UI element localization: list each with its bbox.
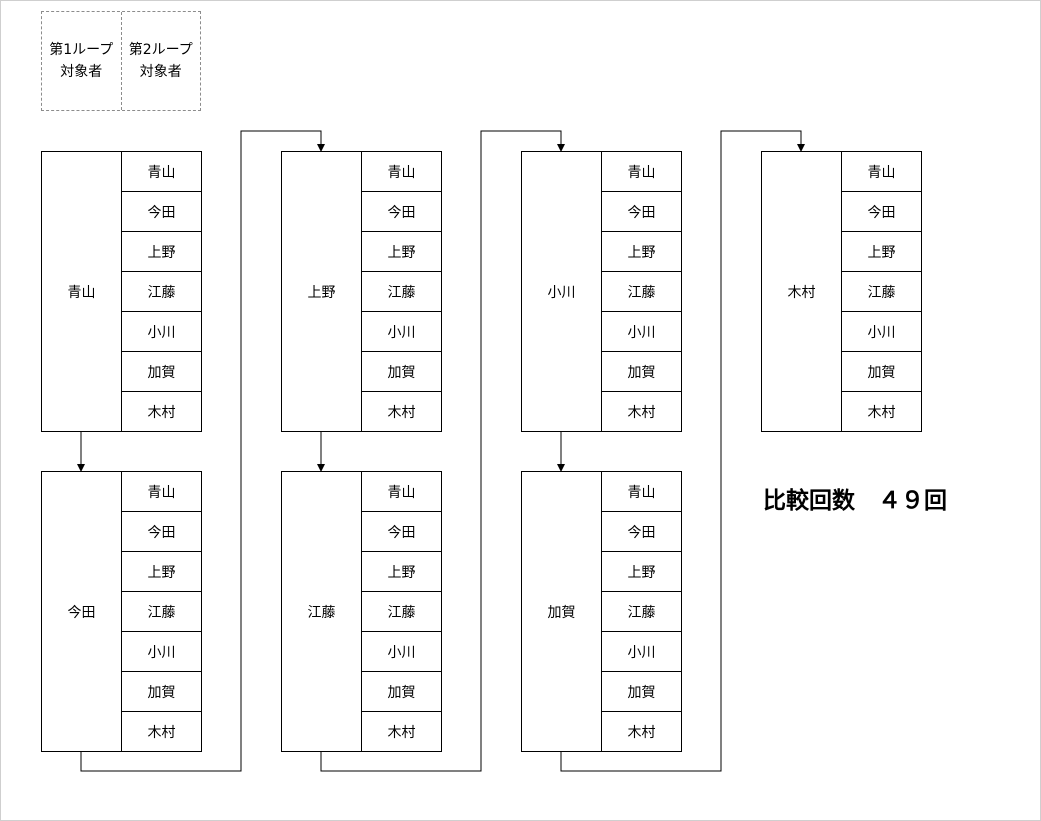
inner-loop-target: 上野 bbox=[601, 231, 682, 272]
inner-loop-target: 木村 bbox=[121, 711, 202, 752]
legend-outer-loop-label: 第1ループ 対象者 bbox=[49, 42, 114, 80]
inner-loop-target: 加賀 bbox=[121, 671, 202, 712]
inner-loop-target: 上野 bbox=[601, 551, 682, 592]
inner-loop-target: 青山 bbox=[361, 151, 442, 192]
legend: 第1ループ 対象者 第2ループ 対象者 bbox=[41, 11, 201, 111]
outer-loop-block: 今田青山今田上野江藤小川加賀木村 bbox=[41, 471, 202, 752]
inner-loop-target: 加賀 bbox=[841, 351, 922, 392]
outer-loop-block: 江藤青山今田上野江藤小川加賀木村 bbox=[281, 471, 442, 752]
inner-loop-target: 青山 bbox=[361, 471, 442, 512]
outer-loop-target: 青山 bbox=[41, 151, 122, 432]
outer-loop-block: 木村青山今田上野江藤小川加賀木村 bbox=[761, 151, 922, 432]
inner-loop-target: 江藤 bbox=[841, 271, 922, 312]
inner-loop-target: 加賀 bbox=[121, 351, 202, 392]
inner-loop-target: 小川 bbox=[121, 311, 202, 352]
inner-loop-target: 木村 bbox=[841, 391, 922, 432]
outer-loop-target: 上野 bbox=[281, 151, 362, 432]
inner-loop-target: 小川 bbox=[121, 631, 202, 672]
outer-loop-target: 木村 bbox=[761, 151, 842, 432]
inner-loop-target: 上野 bbox=[361, 551, 442, 592]
inner-loop-list: 青山今田上野江藤小川加賀木村 bbox=[601, 151, 682, 432]
inner-loop-target: 青山 bbox=[841, 151, 922, 192]
inner-loop-target: 青山 bbox=[601, 151, 682, 192]
inner-loop-target: 木村 bbox=[121, 391, 202, 432]
inner-loop-target: 今田 bbox=[601, 511, 682, 552]
inner-loop-target: 江藤 bbox=[601, 271, 682, 312]
inner-loop-target: 上野 bbox=[841, 231, 922, 272]
inner-loop-target: 小川 bbox=[361, 631, 442, 672]
inner-loop-list: 青山今田上野江藤小川加賀木村 bbox=[601, 471, 682, 752]
inner-loop-list: 青山今田上野江藤小川加賀木村 bbox=[121, 151, 202, 432]
inner-loop-target: 小川 bbox=[601, 311, 682, 352]
inner-loop-target: 木村 bbox=[361, 391, 442, 432]
inner-loop-target: 上野 bbox=[121, 551, 202, 592]
outer-loop-block: 小川青山今田上野江藤小川加賀木村 bbox=[521, 151, 682, 432]
inner-loop-target: 小川 bbox=[841, 311, 922, 352]
inner-loop-target: 小川 bbox=[361, 311, 442, 352]
inner-loop-list: 青山今田上野江藤小川加賀木村 bbox=[361, 151, 442, 432]
inner-loop-target: 青山 bbox=[121, 471, 202, 512]
inner-loop-target: 加賀 bbox=[361, 671, 442, 712]
inner-loop-target: 今田 bbox=[841, 191, 922, 232]
inner-loop-target: 江藤 bbox=[361, 271, 442, 312]
inner-loop-target: 上野 bbox=[361, 231, 442, 272]
inner-loop-list: 青山今田上野江藤小川加賀木村 bbox=[841, 151, 922, 432]
inner-loop-list: 青山今田上野江藤小川加賀木村 bbox=[361, 471, 442, 752]
outer-loop-target: 江藤 bbox=[281, 471, 362, 752]
inner-loop-target: 今田 bbox=[121, 191, 202, 232]
inner-loop-target: 上野 bbox=[121, 231, 202, 272]
inner-loop-target: 加賀 bbox=[601, 351, 682, 392]
inner-loop-target: 今田 bbox=[361, 511, 442, 552]
inner-loop-target: 今田 bbox=[601, 191, 682, 232]
inner-loop-target: 木村 bbox=[601, 391, 682, 432]
inner-loop-target: 江藤 bbox=[121, 591, 202, 632]
inner-loop-target: 木村 bbox=[601, 711, 682, 752]
inner-loop-target: 加賀 bbox=[601, 671, 682, 712]
outer-loop-target: 今田 bbox=[41, 471, 122, 752]
outer-loop-block: 上野青山今田上野江藤小川加賀木村 bbox=[281, 151, 442, 432]
inner-loop-target: 小川 bbox=[601, 631, 682, 672]
outer-loop-target: 小川 bbox=[521, 151, 602, 432]
inner-loop-target: 江藤 bbox=[361, 591, 442, 632]
outer-loop-block: 加賀青山今田上野江藤小川加賀木村 bbox=[521, 471, 682, 752]
inner-loop-target: 江藤 bbox=[601, 591, 682, 632]
flow-arrow bbox=[320, 130, 565, 772]
outer-loop-target: 加賀 bbox=[521, 471, 602, 752]
outer-loop-block: 青山青山今田上野江藤小川加賀木村 bbox=[41, 151, 202, 432]
flow-arrow bbox=[560, 130, 805, 772]
inner-loop-list: 青山今田上野江藤小川加賀木村 bbox=[121, 471, 202, 752]
flow-arrow bbox=[80, 130, 325, 772]
inner-loop-target: 江藤 bbox=[121, 271, 202, 312]
inner-loop-target: 今田 bbox=[121, 511, 202, 552]
inner-loop-target: 青山 bbox=[121, 151, 202, 192]
inner-loop-target: 加賀 bbox=[361, 351, 442, 392]
legend-inner-loop-label: 第2ループ 対象者 bbox=[120, 12, 201, 110]
inner-loop-target: 今田 bbox=[361, 191, 442, 232]
inner-loop-target: 青山 bbox=[601, 471, 682, 512]
comparison-count: 比較回数 ４９回 bbox=[763, 488, 947, 514]
inner-loop-target: 木村 bbox=[361, 711, 442, 752]
